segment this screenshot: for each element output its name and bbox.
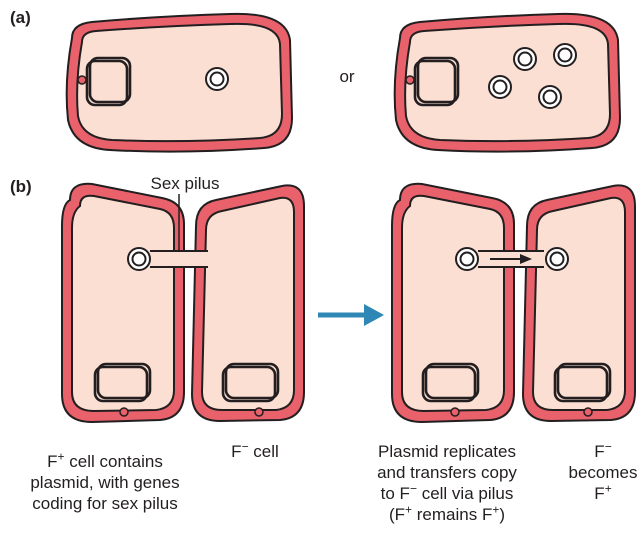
caption-becomes: F− becomes F+ xyxy=(564,441,642,504)
caption-replicates: Plasmid replicates and transfers copy to… xyxy=(352,441,542,525)
or-label: or xyxy=(332,66,362,87)
caption-fplus-cell: F+ cell contains plasmid, with genes cod… xyxy=(10,451,200,514)
plasmid-b2-original xyxy=(456,248,478,270)
panel-label-a: (a) xyxy=(10,8,31,28)
cell-a-left xyxy=(67,14,292,152)
cell-b2-recipient xyxy=(523,185,635,421)
pilus-b2 xyxy=(478,251,544,267)
right-arrow-icon xyxy=(318,304,384,326)
sex-pilus-label: Sex pilus xyxy=(130,173,240,194)
panel-label-b: (b) xyxy=(10,177,32,197)
cell-b2-fplus xyxy=(392,184,514,422)
cell-b1-fplus xyxy=(62,184,184,422)
caption-fminus-cell: F− cell xyxy=(205,441,305,462)
cell-a-right xyxy=(395,14,620,152)
plasmid-b1 xyxy=(128,248,150,270)
plasmid-b2-copy xyxy=(546,248,568,270)
cell-b1-fminus xyxy=(192,185,304,421)
